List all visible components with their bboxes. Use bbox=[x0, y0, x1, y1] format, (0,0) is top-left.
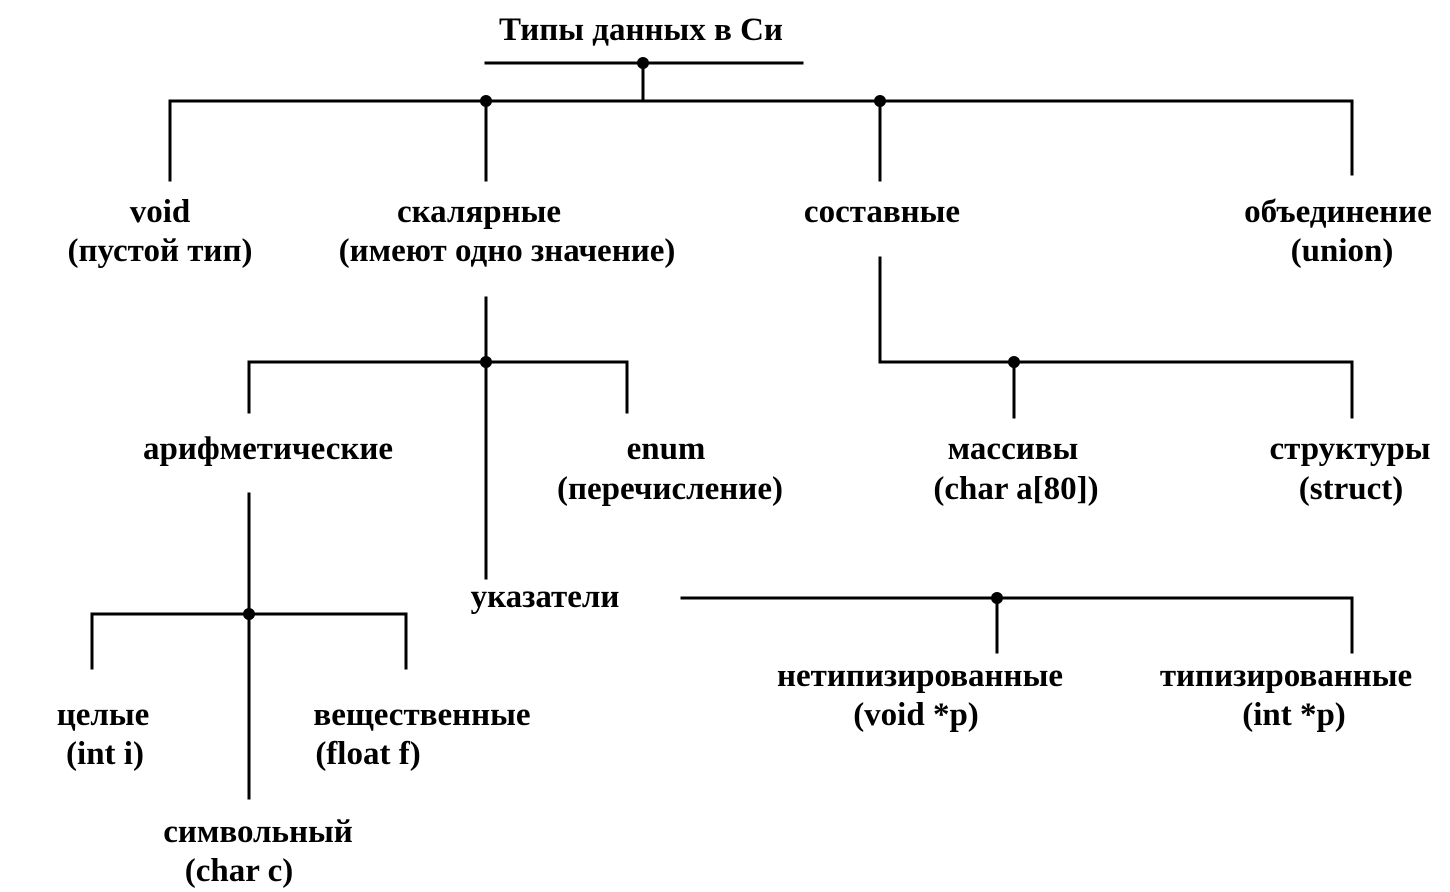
scalar-sub-junction-dot bbox=[480, 356, 492, 368]
node-real: вещественные (float f) bbox=[313, 697, 530, 772]
scalar-junction-dot bbox=[480, 95, 492, 107]
node-integer: целые (int i) bbox=[57, 697, 150, 772]
node-arrays: массивы (char a[80]) bbox=[933, 431, 1098, 507]
junction-dots bbox=[243, 57, 1020, 620]
pointers-junction-dot bbox=[991, 592, 1003, 604]
node-untyped-desc: (void *p) bbox=[853, 697, 979, 733]
node-union: объединение (union) bbox=[1244, 194, 1432, 269]
node-untyped-name: нетипизированные bbox=[777, 658, 1063, 694]
node-character-name: символьный bbox=[163, 814, 353, 850]
node-scalar-desc: (имеют одно значение) bbox=[339, 233, 676, 269]
node-real-name: вещественные bbox=[313, 697, 530, 733]
node-structs-name: структуры bbox=[1269, 431, 1430, 467]
node-typed-desc: (int *p) bbox=[1242, 697, 1346, 733]
node-enum: enum (перечисление) bbox=[557, 431, 783, 507]
node-void: void (пустой тип) bbox=[68, 194, 253, 269]
node-arrays-desc: (char a[80]) bbox=[933, 471, 1098, 507]
node-scalar: скалярные (имеют одно значение) bbox=[339, 194, 676, 269]
node-integer-desc: (int i) bbox=[66, 736, 144, 772]
node-pointers-name: указатели bbox=[471, 579, 620, 615]
node-composite-name: составные bbox=[804, 194, 960, 230]
node-structs-desc: (struct) bbox=[1299, 471, 1403, 507]
arithmetic-junction-dot bbox=[243, 608, 255, 620]
node-typed-name: типизированные bbox=[1160, 658, 1412, 694]
node-typed: типизированные (int *p) bbox=[1160, 658, 1412, 733]
title-junction-dot bbox=[637, 57, 649, 69]
node-character: символьный (char c) bbox=[163, 814, 353, 889]
node-void-name: void bbox=[130, 194, 191, 230]
node-pointers: указатели bbox=[471, 579, 620, 615]
node-real-desc: (float f) bbox=[315, 736, 420, 772]
node-structs: структуры (struct) bbox=[1269, 431, 1430, 507]
node-arithmetic: арифметические bbox=[143, 431, 393, 467]
node-scalar-name: скалярные bbox=[397, 194, 561, 230]
node-union-name: объединение bbox=[1244, 194, 1432, 230]
node-arithmetic-name: арифметические bbox=[143, 431, 393, 467]
node-void-desc: (пустой тип) bbox=[68, 233, 253, 269]
node-composite: составные bbox=[804, 194, 960, 230]
node-character-desc: (char c) bbox=[185, 853, 293, 889]
composite-junction-dot bbox=[874, 95, 886, 107]
node-enum-desc: (перечисление) bbox=[557, 471, 783, 507]
node-untyped: нетипизированные (void *p) bbox=[777, 658, 1063, 733]
node-arrays-name: массивы bbox=[948, 431, 1079, 467]
diagram-title: Типы данных в Си bbox=[499, 12, 783, 48]
node-union-desc: (union) bbox=[1291, 233, 1394, 269]
composite-sub-junction-dot bbox=[1008, 356, 1020, 368]
node-integer-name: целые bbox=[57, 697, 150, 733]
node-enum-name: enum bbox=[627, 431, 706, 467]
